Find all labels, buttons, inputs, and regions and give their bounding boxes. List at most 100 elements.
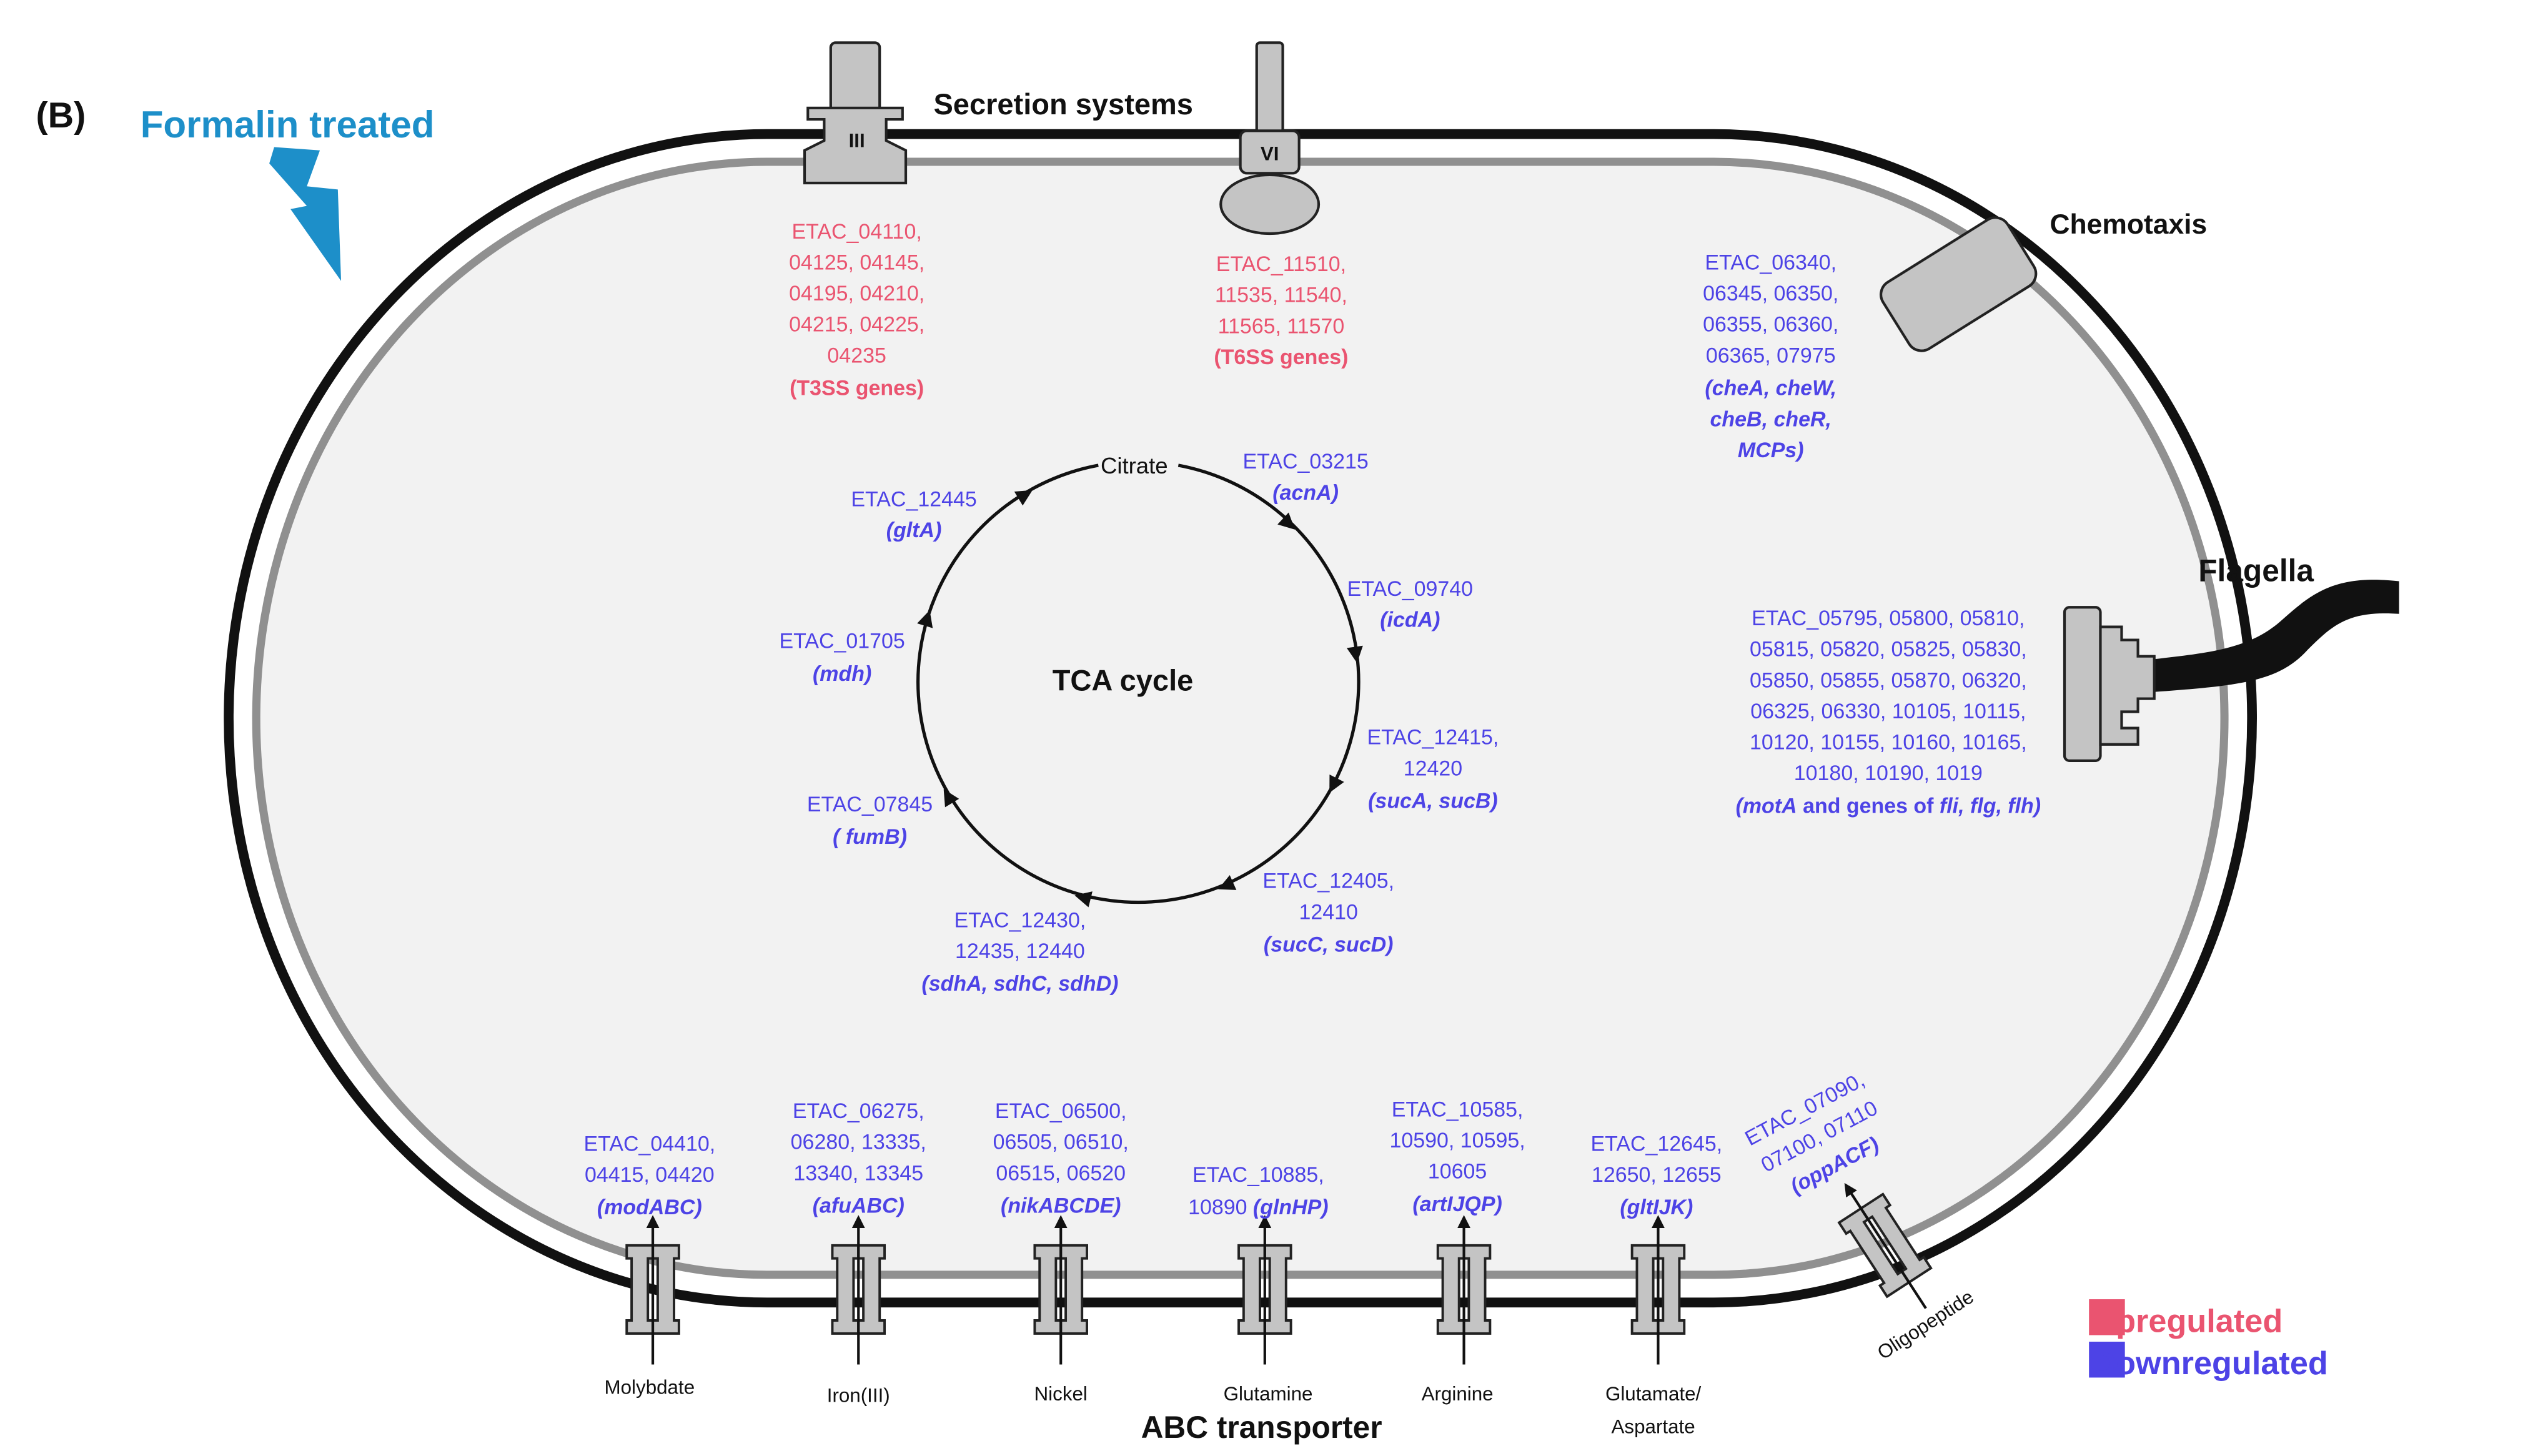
abc-label-glutamate: ETAC_12645,12650, 12655 (gltIJK) Glutama…: [1590, 1132, 1722, 1437]
svg-text:ETAC_03215: ETAC_03215: [1242, 450, 1368, 473]
svg-text:ETAC_06340,06345, 06350,06355,: ETAC_06340,06345, 06350,06355, 06360,063…: [1703, 250, 1838, 367]
lightning-icon: [269, 147, 342, 281]
svg-text:ETAC_04110,04125, 04145,04195,: ETAC_04110,04125, 04145,04195, 04210,042…: [789, 220, 924, 368]
svg-text:ETAC_06275,06280, 13335,13340,: ETAC_06275,06280, 13335,13340, 13345: [791, 1099, 926, 1185]
flagellum-filament: [2151, 580, 2399, 693]
svg-text:(T6SS genes): (T6SS genes): [1214, 345, 1348, 369]
abc-label-molybdate: ETAC_04410,04415, 04420 (modABC) Molybda…: [583, 1132, 715, 1398]
svg-text:ETAC_06500,06505, 06510,06515,: ETAC_06500,06505, 06510,06515, 06520: [993, 1099, 1129, 1185]
svg-text:(motA and genes of fli, flg, f: (motA and genes of fli, flg, flh): [1736, 794, 2041, 818]
t3ss-apparatus: [803, 41, 908, 185]
svg-text:ETAC_12445: ETAC_12445: [851, 487, 976, 511]
t6ss-gene-label: ETAC_11510,11535, 11540,11565, 11570 (T6…: [1214, 252, 1348, 369]
tca-step-sdhacd: ETAC_12430,12435, 12440 (sdhA, sdhC, sdh…: [921, 908, 1118, 996]
svg-text:(modABC): (modABC): [597, 1196, 702, 1219]
tca-arrowhead-6: [943, 789, 959, 808]
tca-step-succd: ETAC_12405,12410 (sucC, sucD): [1262, 869, 1394, 957]
tca-step-glta: ETAC_12445 (gltA): [851, 487, 976, 542]
chemotaxis-gene-label: ETAC_06340,06345, 06350,06355, 06360,063…: [1703, 250, 1838, 462]
chemotaxis-receptor: [1880, 216, 2038, 352]
abc-label-glutamine: ETAC_10885, 10890 (glnHP) Glutamine: [1188, 1163, 1329, 1405]
svg-text:ETAC_12415,12420: ETAC_12415,12420: [1367, 726, 1499, 781]
svg-text:(sucA, sucB): (sucA, sucB): [1368, 790, 1498, 813]
svg-text:ETAC_04410,04415, 04420: ETAC_04410,04415, 04420: [583, 1132, 715, 1187]
svg-text:(acnA): (acnA): [1272, 481, 1339, 505]
svg-text:(mdh): (mdh): [813, 662, 871, 686]
svg-text:(sdhA, sdhC, sdhD): (sdhA, sdhC, sdhD): [921, 972, 1118, 996]
abc-label-iron: ETAC_06275,06280, 13335,13340, 13345 (af…: [791, 1099, 926, 1407]
svg-text:(nikABCDE): (nikABCDE): [1001, 1194, 1121, 1218]
abc-transporter-arginine: [1436, 1215, 1492, 1365]
panel-label: (B): [36, 96, 86, 136]
tca-arrowhead-8: [1014, 490, 1033, 506]
legend: Upregulated Downregulated: [2089, 1299, 2328, 1382]
abc-transporter-oligopeptide: [1837, 1182, 1933, 1309]
flagellar-motor: [2063, 606, 2156, 762]
t3ss-gene-label: ETAC_04110,04125, 04145,04195, 04210,042…: [789, 220, 924, 400]
legend-downregulated-swatch: [2089, 1341, 2125, 1378]
tca-step-mdh: ETAC_01705 (mdh): [779, 630, 905, 686]
abc-transporter-glutamine: [1237, 1215, 1292, 1365]
svg-text:Glutamine: Glutamine: [1224, 1383, 1313, 1405]
svg-text:Nickel: Nickel: [1034, 1383, 1088, 1405]
svg-text:ETAC_01705: ETAC_01705: [779, 630, 905, 653]
legend-upregulated-swatch: [2089, 1299, 2125, 1335]
svg-text:(gltA): (gltA): [886, 518, 942, 542]
abc-transporter-nickel: [1033, 1215, 1088, 1365]
outer-membrane: [223, 129, 2258, 1308]
citrate-label: Citrate: [1101, 453, 1168, 478]
svg-text:ETAC_11510,11535, 11540,11565,: ETAC_11510,11535, 11540,11565, 11570: [1215, 252, 1347, 338]
svg-text:(artIJQP): (artIJQP): [1412, 1192, 1502, 1216]
flagella-gene-label: ETAC_05795, 05800, 05810,05815, 05820, 0…: [1736, 607, 2041, 818]
tca-step-fumb: ETAC_07845 ( fumB): [807, 793, 933, 849]
t3ss-icon-label: III: [849, 130, 865, 152]
tca-step-icda: ETAC_09740 (icdA): [1347, 577, 1473, 632]
svg-text:(gltIJK): (gltIJK): [1620, 1196, 1693, 1219]
svg-text:ETAC_10585,10590, 10595,10605: ETAC_10585,10590, 10595,10605: [1390, 1097, 1525, 1183]
tca-arrowhead-4: [1218, 875, 1237, 890]
abc-label-arginine: ETAC_10585,10590, 10595,10605 (artIJQP) …: [1390, 1097, 1525, 1405]
svg-text:ETAC_12430,12435, 12440: ETAC_12430,12435, 12440: [954, 908, 1086, 963]
svg-text:ETAC_05795, 05800, 05810,05815: ETAC_05795, 05800, 05810,05815, 05820, 0…: [1750, 607, 2027, 785]
svg-text:Glutamate/Aspartate: Glutamate/Aspartate: [1605, 1383, 1702, 1437]
tca-arrowhead-5: [1074, 891, 1093, 908]
tca-arrowhead-2: [1346, 645, 1363, 663]
chemotaxis-title: Chemotaxis: [2050, 209, 2207, 240]
tca-cycle-ring: [916, 463, 1361, 904]
svg-text:ETAC_12405,12410: ETAC_12405,12410: [1262, 869, 1394, 924]
t6ss-icon-label: VI: [1261, 142, 1279, 164]
svg-text:Iron(III): Iron(III): [827, 1385, 890, 1407]
svg-text:(cheA, cheW,cheB, cheR,MCPs): (cheA, cheW,cheB, cheR,MCPs): [1705, 377, 1837, 462]
legend-downregulated-label: Downregulated: [2092, 1345, 2327, 1382]
t6ss-apparatus: [1219, 41, 1321, 235]
secretion-systems-title: Secretion systems: [933, 87, 1193, 121]
oligopeptide-substrate-label: Oligopeptide: [1873, 1285, 1978, 1364]
legend-upregulated-label: Upregulated: [2092, 1303, 2283, 1339]
abc-transporter-molybdate: [625, 1215, 680, 1365]
abc-label-nickel: ETAC_06500,06505, 06510,06515, 06520 (ni…: [993, 1099, 1129, 1405]
svg-text:(sucC, sucD): (sucC, sucD): [1264, 933, 1394, 957]
svg-text:10890 (glnHP): 10890 (glnHP): [1188, 1196, 1329, 1219]
tca-step-acna: ETAC_03215 (acnA): [1242, 450, 1368, 505]
tca-arrowhead-3: [1329, 774, 1344, 793]
svg-text:ETAC_10885,: ETAC_10885,: [1192, 1163, 1324, 1187]
treatment-label: Formalin treated: [141, 104, 435, 146]
flagella-title: Flagella: [2198, 553, 2314, 588]
abc-transporters: [625, 1182, 1933, 1365]
svg-text:Molybdate: Molybdate: [605, 1377, 695, 1399]
abc-transporter-iron: [831, 1215, 886, 1365]
tca-cycle-arrows: [917, 490, 1363, 908]
tca-arrowhead-1: [1277, 512, 1296, 530]
svg-text:(icdA): (icdA): [1380, 608, 1440, 632]
svg-text:Arginine: Arginine: [1422, 1383, 1494, 1405]
tca-arrowhead-7: [917, 610, 933, 628]
abc-transporter-title: ABC transporter: [1141, 1410, 1382, 1445]
inner-membrane: [252, 157, 2229, 1279]
svg-text:(afuABC): (afuABC): [813, 1194, 905, 1218]
svg-text:( fumB): ( fumB): [833, 825, 907, 849]
svg-text:ETAC_07845: ETAC_07845: [807, 793, 933, 816]
abc-transporter-glutamate: [1630, 1215, 1686, 1365]
tca-step-sucab: ETAC_12415,12420 (sucA, sucB): [1367, 726, 1499, 813]
